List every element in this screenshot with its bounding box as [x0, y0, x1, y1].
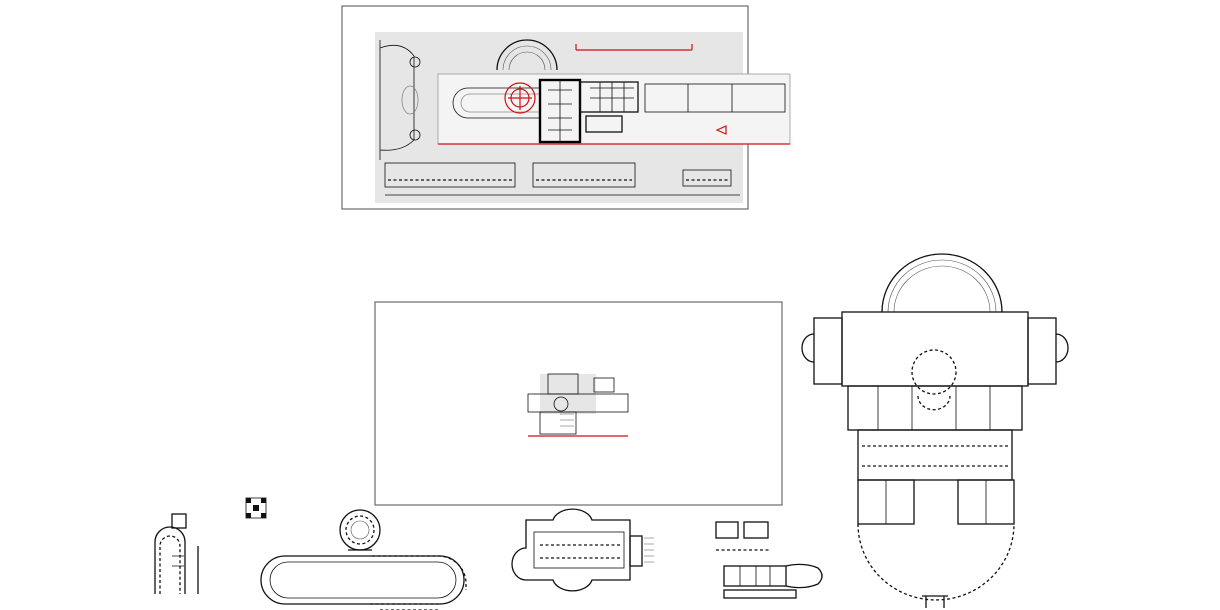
bath-south-wing	[723, 589, 797, 599]
long-hall-east	[644, 83, 786, 113]
key-plan-viewport[interactable]	[374, 301, 783, 506]
key-plan-hatch	[560, 413, 574, 427]
stadium-track	[452, 87, 540, 119]
exedra-rotunda-top	[409, 56, 421, 68]
palace-central-rooms	[877, 386, 991, 430]
palace-exedra-vault	[887, 259, 997, 313]
key-plan-drawing	[527, 373, 629, 437]
detail-bath-block-plan	[715, 521, 823, 599]
palace-forecourt	[841, 311, 1029, 387]
pier-corner-se	[261, 513, 266, 518]
palace-south-gate	[922, 595, 948, 608]
palace-block-divisions	[885, 480, 987, 524]
red-scale-bar	[575, 44, 693, 51]
detail-stadium-plan	[260, 509, 467, 610]
apse-outline	[154, 526, 186, 594]
pier-core	[253, 505, 259, 511]
overlay-sheet-outline	[437, 73, 791, 145]
palace-southern-hemicycle	[857, 523, 1015, 601]
exedra-rotunda-bottom	[409, 129, 421, 141]
palace-rotunda-niche	[917, 395, 951, 411]
stadium-arena	[269, 561, 457, 599]
site-plan-viewport[interactable]	[341, 5, 791, 210]
left-exedra	[379, 40, 415, 160]
portico-east	[682, 169, 732, 187]
palace-court	[857, 429, 1013, 481]
bath-room-walls	[739, 566, 771, 586]
portico-west	[384, 162, 516, 188]
key-plan-block-ne	[593, 377, 615, 393]
bath-apse	[785, 563, 823, 589]
apse-steps	[172, 555, 184, 567]
pier-corner-ne	[261, 498, 266, 503]
red-rotunda-cross	[508, 86, 532, 110]
trefoil-hall-vestibule	[629, 535, 643, 567]
detail-palace-plan	[801, 253, 1069, 608]
red-rotunda-outer	[504, 82, 536, 114]
portico-centre	[532, 162, 636, 188]
site-plan-drawing	[375, 32, 791, 203]
bath-main-wing	[723, 565, 787, 587]
pier-corner-nw	[246, 498, 251, 503]
palace-rotunda	[911, 349, 957, 395]
trefoil-hall-outline	[511, 508, 631, 592]
palace-annex	[585, 115, 623, 133]
column-pier-icon	[245, 497, 267, 519]
key-plan-block-main	[527, 393, 629, 413]
theatre-cavea	[502, 45, 552, 71]
palace-rooms	[548, 80, 572, 142]
palace-wing-rooms	[590, 82, 634, 112]
palace-great-exedra	[881, 253, 1003, 313]
long-hall-divisions	[687, 84, 733, 112]
north-arrow-icon	[715, 125, 727, 135]
stadium-lower-seating	[370, 603, 440, 610]
trefoil-hall-colonnades	[540, 544, 620, 559]
detail-apse-plan	[154, 513, 199, 594]
palace-wing	[579, 81, 639, 113]
palace-east-pavilion	[1027, 317, 1057, 385]
stadium-seating-arc	[372, 555, 467, 590]
key-plan-rotunda	[553, 396, 569, 412]
detail-trefoil-hall-plan	[511, 508, 654, 592]
pier-corner-sw	[246, 513, 251, 518]
key-plan-block-south	[539, 411, 577, 435]
apse-inner-colonnade	[159, 535, 181, 594]
stadium-outline	[260, 555, 465, 605]
palace-west-pavilion	[813, 317, 843, 385]
palace-court-colonnades	[862, 445, 1008, 467]
trefoil-hall-stairs	[644, 537, 654, 563]
palace-side-apses	[801, 333, 1069, 363]
bath-room-ne	[743, 521, 769, 539]
pier-outline	[245, 497, 267, 519]
exedra-basin	[401, 85, 419, 115]
stadium-rotunda-core	[350, 520, 370, 540]
palace-central-block	[847, 385, 1023, 431]
theatre-outer	[496, 39, 558, 71]
apse-porch	[171, 513, 187, 529]
bath-room-nw	[715, 521, 739, 539]
stadium-rotunda-colonnade	[345, 515, 375, 545]
trefoil-hall-core	[533, 531, 625, 569]
